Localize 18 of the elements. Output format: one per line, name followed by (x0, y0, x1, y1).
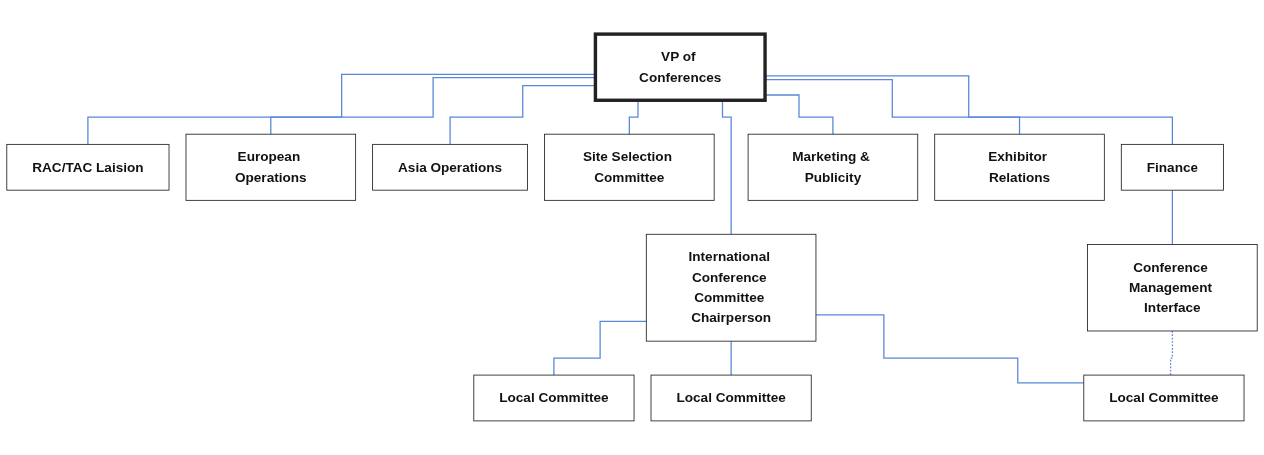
node-box (1087, 244, 1258, 332)
node-box (6, 143, 170, 191)
connector (730, 340, 732, 376)
node-box (185, 133, 357, 201)
connector (815, 314, 1085, 384)
node-box (473, 374, 635, 422)
node-box (372, 143, 528, 191)
connector (1171, 189, 1174, 246)
node-box (747, 133, 919, 201)
node-box (934, 133, 1105, 201)
node-box (593, 32, 767, 102)
connector (1168, 330, 1174, 376)
node-box (1083, 374, 1245, 422)
connector (553, 320, 647, 376)
node-box (544, 133, 715, 201)
node-box (1120, 143, 1224, 191)
node-box (650, 374, 812, 422)
node-box (645, 233, 817, 342)
